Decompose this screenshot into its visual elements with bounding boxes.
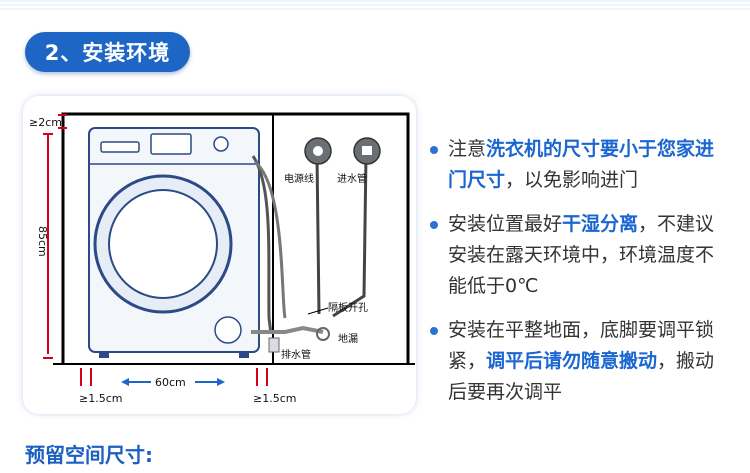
- width-arrowhead-right: [217, 378, 225, 386]
- cabinet-frame: [61, 112, 410, 364]
- tip-item: 注意洗衣机的尺寸要小于您家进门尺寸，以免影响进门: [428, 134, 728, 196]
- partition-hole-label: 隔板开孔: [328, 301, 368, 314]
- left-gap-label: ≥1.5cm: [79, 392, 122, 405]
- width-arrowhead-left: [121, 378, 129, 386]
- tip-text: ，搬动后要再次调平: [448, 350, 715, 403]
- power-cord-line: [251, 155, 273, 335]
- water-tap-valve: [362, 146, 372, 155]
- drain-pipe-line: [251, 325, 324, 334]
- tip-item: 安装在平整地面，底脚要调平锁紧，调平后请勿随意搬动，搬动后要再次调平: [428, 315, 728, 408]
- section-title-text: 2、安装环境: [44, 41, 171, 65]
- drain-pipe-label: 排水管: [281, 348, 311, 361]
- right-gap-label: ≥1.5cm: [253, 392, 296, 405]
- installation-diagram-card: ≥2cm 85cm 60cm ≥1.5cm ≥1.5cm 电源线 进水管 隔板开…: [23, 96, 416, 414]
- tip-highlight: 干湿分离: [562, 213, 639, 235]
- washer-foot-left: [99, 352, 109, 358]
- power-socket-hole: [313, 146, 323, 156]
- washer-foot-right: [239, 352, 249, 358]
- width-label: 60cm: [155, 376, 186, 389]
- tip-text: 安装在平整地面，底脚要调平锁紧，: [448, 319, 715, 372]
- control-display: [150, 133, 192, 155]
- tip-highlight: 调平后请勿随意搬动: [486, 350, 658, 372]
- washer-drum-window: [108, 189, 218, 299]
- floor-drain-icon: [316, 327, 330, 341]
- tip-text: 安装位置最好: [448, 213, 563, 235]
- water-inlet-label: 进水管: [337, 172, 367, 185]
- filter-cover: [214, 316, 242, 344]
- detergent-drawer: [100, 141, 140, 153]
- program-knob-icon: [213, 136, 229, 152]
- top-decor-band: [0, 0, 750, 12]
- tip-item: 安装位置最好干湿分离，不建议安装在露天环境中，环境温度不能低于0℃: [428, 209, 728, 302]
- tip-text: ，以免影响进门: [505, 169, 639, 191]
- drain-pipe-end: [268, 337, 280, 353]
- bullet-dot-icon: [430, 327, 438, 335]
- section-title: 2、安装环境: [25, 32, 190, 72]
- power-cord-to-socket: [315, 155, 321, 315]
- inlet-hose-to-tap: [332, 155, 368, 318]
- floor-drain-label: 地漏: [338, 332, 358, 345]
- power-cord-label: 电源线: [284, 172, 314, 185]
- tip-highlight: 洗衣机的尺寸要小于您家进门尺寸: [448, 138, 715, 191]
- installation-diagram: ≥2cm 85cm 60cm ≥1.5cm ≥1.5cm 电源线 进水管 隔板开…: [29, 112, 415, 405]
- height-label: 85cm: [36, 226, 49, 257]
- bullet-dot-icon: [430, 221, 438, 229]
- installation-tips: 注意洗衣机的尺寸要小于您家进门尺寸，以免影响进门 安装位置最好干湿分离，不建议安…: [428, 134, 728, 421]
- partition-hole-pointer: [307, 307, 329, 315]
- reserved-space-title: 预留空间尺寸:: [25, 443, 153, 467]
- bullet-dot-icon: [430, 146, 438, 154]
- inlet-hose-line: [253, 160, 287, 319]
- tip-text: 注意: [448, 138, 487, 160]
- tip-text: ，不建议安装在露天环境中，环境温度不能低于0℃: [448, 213, 715, 297]
- top-gap-label: ≥2cm: [29, 116, 62, 129]
